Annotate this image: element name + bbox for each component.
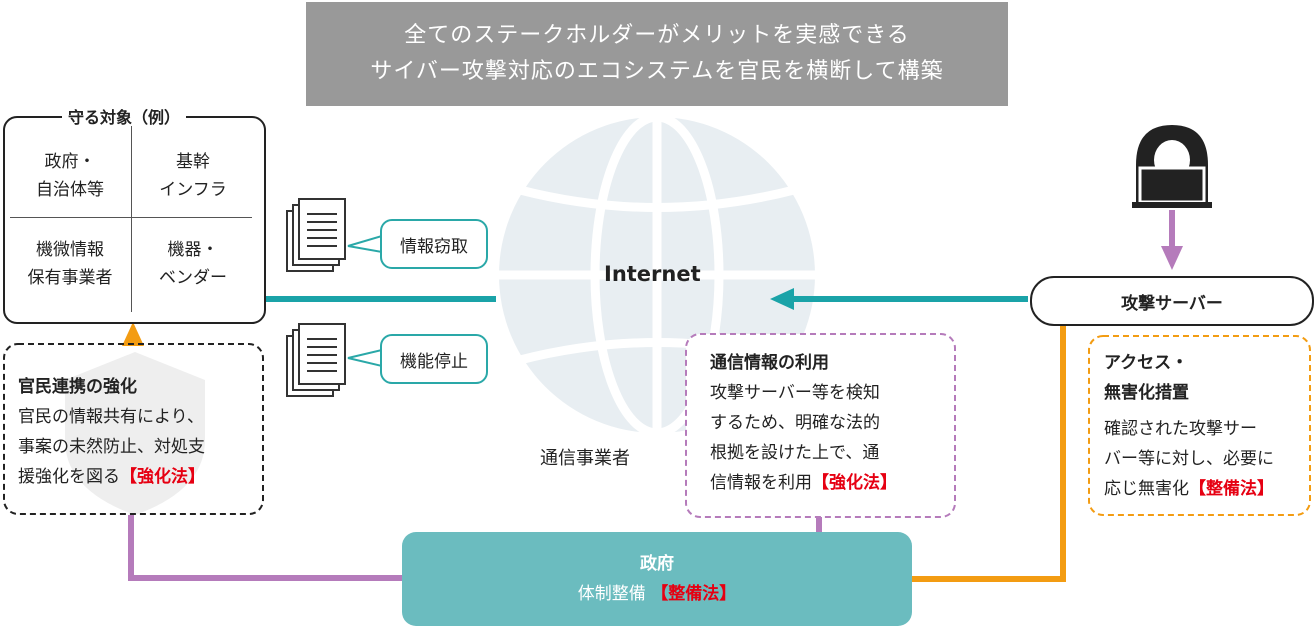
comm-line-4-text: 信情報を利用: [710, 473, 812, 493]
access-law-tag: 【整備法】: [1189, 479, 1274, 499]
protected-targets-title: 守る対象（例）: [62, 104, 187, 128]
target-sensitive-info-holder: 機微情報 保有事業者: [9, 236, 131, 292]
target-infrastructure: 基幹 インフラ: [132, 148, 254, 204]
access-line-3-text: 応じ無害化: [1104, 479, 1189, 499]
government-text-line: 体制整備 【整備法】: [578, 579, 736, 609]
government-box: 政府 体制整備 【整備法】: [402, 532, 912, 626]
teal-arrow-server-to-internet: [770, 288, 1028, 310]
comm-line-4: 信情報を利用【強化法】: [710, 468, 948, 498]
target-vendor-line1: 機器・: [167, 240, 219, 260]
shield-icon: [65, 352, 205, 515]
collab-line-2: 事案の未然防止、対処支: [18, 437, 205, 457]
government-text: 体制整備: [577, 584, 652, 604]
carrier-label: 通信事業者: [540, 448, 630, 469]
access-box-border: [1088, 335, 1311, 516]
collab-box: 官民連携の強化 官民の情報共有により、 事案の未然防止、対処支 援強化を図る【強…: [18, 372, 258, 492]
access-line-1: 確認された攻撃サー: [1104, 419, 1257, 439]
access-title-line-1: アクセス・: [1104, 353, 1189, 373]
target-government-line2: 自治体等: [36, 180, 104, 200]
purple-arrow-collab-to-gov: [128, 515, 440, 589]
orange-arrow-up-targets: [122, 322, 144, 346]
bubble-info-theft: 情報窃取: [380, 219, 488, 269]
target-vendor-line2: ベンダー: [159, 268, 227, 288]
function-stop-label: 機能停止: [400, 351, 468, 372]
government-title: 政府: [640, 554, 674, 574]
collab-line-3-text: 援強化を図る: [18, 467, 120, 487]
attack-server-label: 攻撃サーバー: [1121, 293, 1223, 314]
info-theft-label: 情報窃取: [400, 236, 468, 257]
comm-title: 通信情報の利用: [710, 353, 829, 373]
collab-line-1: 官民の情報共有により、: [18, 407, 204, 427]
target-government: 政府・ 自治体等: [9, 148, 131, 204]
banner-line-2: サイバー攻撃対応のエコシステムを官民を横断して構築: [370, 59, 944, 84]
collab-law-tag: 【強化法】: [120, 467, 205, 487]
comm-line-1: 攻撃サーバー等を検知: [710, 383, 880, 403]
access-title-line-2: 無害化措置: [1104, 383, 1189, 403]
purple-arrow-hacker-to-server: [1161, 210, 1183, 270]
banner-line-1: 全てのステークホルダーがメリットを実感できる: [404, 23, 910, 48]
target-sensitive-line1: 機微情報: [36, 240, 104, 260]
comm-line-3: 根拠を設けた上で、通: [710, 443, 880, 463]
bubble-tail-stop: [347, 348, 383, 368]
bubble-function-stop: 機能停止: [380, 334, 488, 384]
target-infrastructure-line2: インフラ: [159, 180, 227, 200]
document-icon-stop: [286, 323, 346, 397]
target-infrastructure-line1: 基幹: [176, 152, 210, 172]
comm-box: 通信情報の利用 攻撃サーバー等を検知 するため、明確な法的 根拠を設けた上で、通…: [710, 348, 948, 498]
header-banner: 全てのステークホルダーがメリットを実感できる サイバー攻撃対応のエコシステムを官…: [306, 2, 1008, 106]
access-line-3: 応じ無害化【整備法】: [1104, 474, 1308, 504]
collab-box-border: [3, 343, 264, 515]
target-vendor: 機器・ ベンダー: [132, 236, 254, 292]
access-box: アクセス・ 無害化措置 確認された攻撃サー バー等に対し、必要に 応じ無害化【整…: [1104, 348, 1308, 504]
collab-title: 官民連携の強化: [18, 377, 137, 397]
target-government-line1: 政府・: [44, 152, 96, 172]
document-icon-theft: [286, 198, 346, 272]
attack-server-box: 攻撃サーバー: [1030, 276, 1314, 326]
comm-law-tag: 【強化法】: [812, 473, 897, 493]
internet-label: Internet: [604, 262, 701, 286]
government-law-tag: 【整備法】: [651, 584, 737, 604]
hacker-icon: [1132, 125, 1212, 208]
targets-divider-vertical: [131, 126, 132, 312]
protected-targets-box: [3, 116, 266, 324]
comm-line-2: するため、明確な法的: [710, 413, 880, 433]
collab-line-3: 援強化を図る【強化法】: [18, 462, 258, 492]
comm-box-border: [685, 333, 956, 518]
bubble-tail-theft: [347, 234, 383, 254]
access-line-2: バー等に対し、必要に: [1104, 449, 1274, 469]
target-sensitive-line2: 保有事業者: [27, 268, 113, 288]
